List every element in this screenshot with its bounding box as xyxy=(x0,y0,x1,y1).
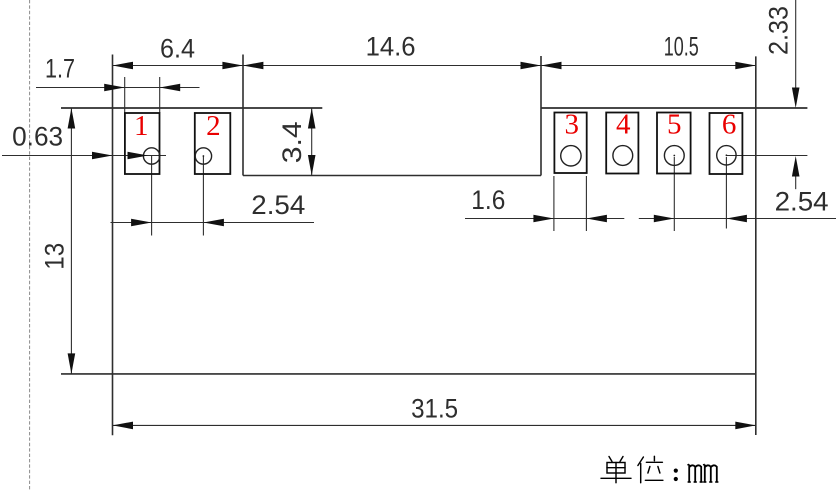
svg-text:1.6: 1.6 xyxy=(471,185,505,215)
svg-text:10.5: 10.5 xyxy=(664,31,699,61)
svg-text:3: 3 xyxy=(564,108,579,140)
svg-text:0.63: 0.63 xyxy=(12,122,63,152)
svg-text:2.33: 2.33 xyxy=(764,6,794,55)
svg-text:1: 1 xyxy=(134,110,149,142)
svg-text:2.54: 2.54 xyxy=(251,190,305,220)
svg-text:13: 13 xyxy=(39,243,69,270)
svg-text:6: 6 xyxy=(722,109,737,141)
svg-text:14.6: 14.6 xyxy=(366,31,416,61)
svg-text:6.4: 6.4 xyxy=(160,33,195,63)
svg-text:5: 5 xyxy=(667,108,682,140)
svg-text:1.7: 1.7 xyxy=(45,53,75,83)
svg-text:31.5: 31.5 xyxy=(411,393,458,423)
svg-text:2.54: 2.54 xyxy=(775,186,829,216)
svg-text:3.4: 3.4 xyxy=(277,121,307,163)
svg-text:2: 2 xyxy=(206,110,221,142)
svg-text:4: 4 xyxy=(616,108,631,140)
